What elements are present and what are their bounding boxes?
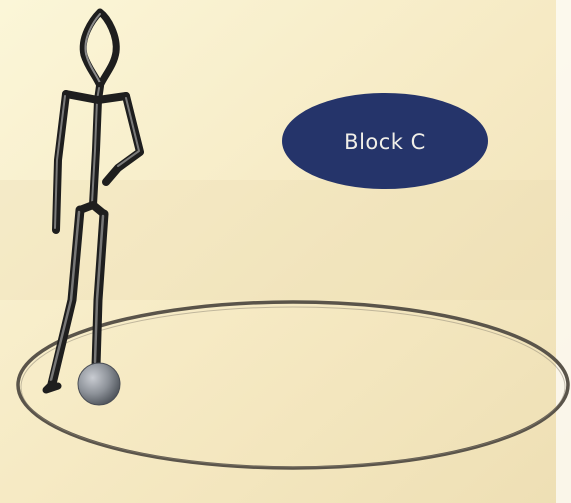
block-c-label: Block C	[344, 130, 426, 154]
figure-left-foot	[46, 384, 58, 390]
block-c-region: Block C	[282, 93, 488, 189]
ball	[78, 363, 120, 405]
paper-shadow-band	[0, 180, 571, 300]
page-right-edge	[556, 0, 571, 503]
